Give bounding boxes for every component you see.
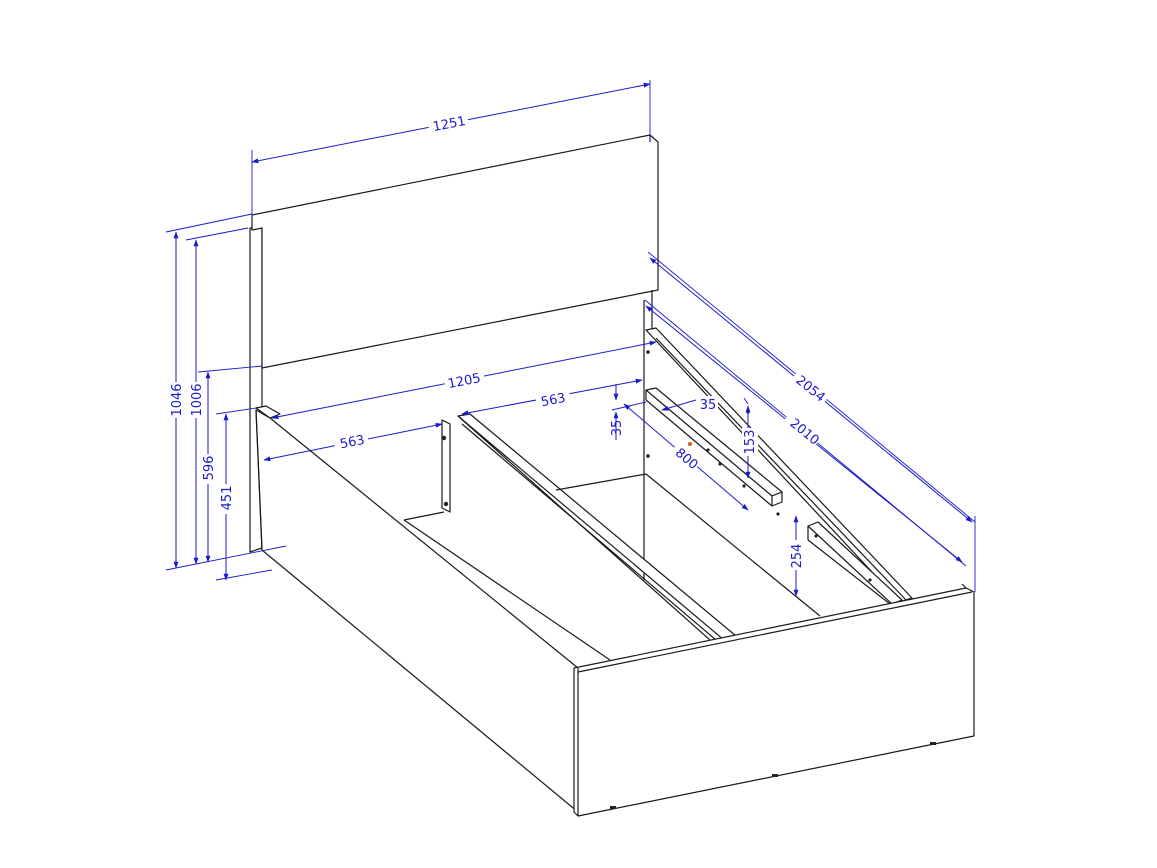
label-slat-offset: 35 [700,398,717,413]
bolt-hole [776,512,780,516]
foot-pad [610,806,616,809]
label-bg [534,386,572,410]
ext-line [185,227,249,241]
ext-line [197,365,263,373]
left-floor-line [403,519,611,661]
accent-hole [688,442,692,446]
label-bg [668,442,702,474]
label-bg [218,484,234,514]
dimension-labels: 1251 1205 563 563 2054 2010 35 35 153 80… [168,110,831,570]
label-bg [332,428,370,452]
label-bg [442,366,486,390]
bolt-hole [706,448,710,452]
label-slat-thickness: 35 [610,420,625,437]
bolt-hole [742,484,746,488]
bolt-hole [443,501,449,507]
label-bg [168,382,184,418]
label-left-compartment: 563 [339,433,366,452]
label-bg [696,396,718,412]
label-right-compartment: 563 [540,391,567,410]
bolt-hole [814,534,818,538]
right-ledger [807,521,903,605]
label-bg [200,454,216,484]
label-headboard-width: 1251 [432,114,467,135]
label-inner-width: 1205 [447,371,482,392]
label-bg [789,369,831,407]
center-divider-line-2 [461,423,717,641]
bolt-hole [868,578,872,582]
foot-pad [772,774,778,777]
ext-line [215,407,257,415]
label-ledger-height: 254 [790,544,805,569]
left-rail-edge [255,409,263,551]
bolt-hole [646,350,650,354]
left-floor-back [403,511,445,521]
footboard-corner [961,583,967,589]
label-bg [426,110,470,134]
label-bg [790,540,806,570]
right-floor-back [555,473,647,491]
headboard-panel [251,134,659,369]
bolt-hole [646,454,650,458]
bed-frame [249,134,975,817]
label-headboard-height: 1006 [190,383,205,416]
label-bg [781,411,823,449]
label-bg [742,428,758,456]
label-frame-height: 451 [220,486,235,511]
label-bg [188,382,204,418]
ext-line [215,569,273,581]
bolt-hole [441,435,447,441]
center-divider-head [441,419,451,513]
bolt-hole [718,462,722,466]
footboard [573,587,975,817]
label-lower-height: 596 [202,456,217,481]
ext-line [165,213,253,233]
label-slat-height: 153 [743,430,758,455]
foot-pad [930,742,936,745]
label-total-height: 1046 [170,383,185,416]
ext-line [743,397,749,405]
footboard-top-inner [577,591,973,673]
